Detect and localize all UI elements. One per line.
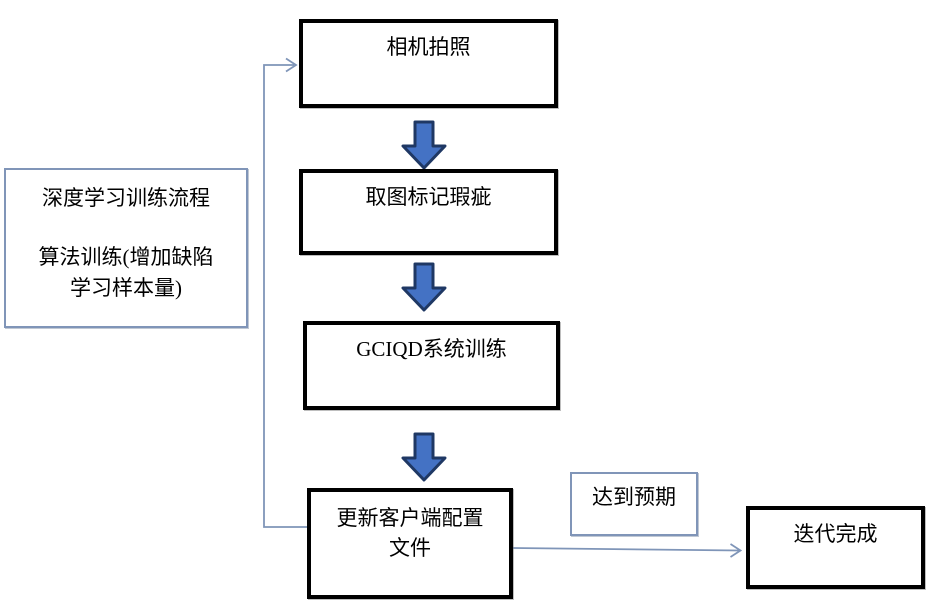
down-block-arrow-icon bbox=[401, 432, 447, 482]
right-open-arrowhead-icon bbox=[730, 543, 743, 558]
side-note-box: 深度学习训练流程 算法训练(增加缺陷 学习样本量) bbox=[4, 168, 248, 328]
node-system-training-label: GCIQD系统训练 bbox=[356, 337, 507, 361]
side-note-line: 算法训练(增加缺陷 bbox=[38, 245, 214, 269]
right-open-arrowhead-icon bbox=[285, 57, 298, 73]
node-camera: 相机拍照 bbox=[299, 19, 558, 108]
success-connector bbox=[512, 543, 743, 558]
side-note-line: 深度学习训练流程 bbox=[42, 186, 210, 210]
node-camera-label: 相机拍照 bbox=[386, 35, 471, 59]
node-update-config-label-line1: 更新客户端配置 bbox=[336, 506, 484, 530]
feedback-connector bbox=[263, 57, 307, 528]
node-mark-defects: 取图标记瑕疵 bbox=[299, 169, 558, 255]
node-iteration-done-label: 迭代完成 bbox=[793, 522, 878, 546]
edge-label-expectation-text: 达到预期 bbox=[592, 485, 676, 509]
node-system-training: GCIQD系统训练 bbox=[303, 321, 560, 410]
node-update-config: 更新客户端配置 文件 bbox=[307, 488, 513, 599]
edge-label-expectation: 达到预期 bbox=[570, 472, 698, 536]
down-block-arrow-icon bbox=[401, 120, 447, 170]
node-iteration-done: 迭代完成 bbox=[746, 506, 925, 589]
down-block-arrow-icon bbox=[401, 262, 447, 312]
node-mark-defects-label: 取图标记瑕疵 bbox=[365, 185, 492, 209]
node-update-config-label-line2: 文件 bbox=[389, 536, 431, 560]
side-note-line: 学习样本量) bbox=[70, 276, 182, 300]
